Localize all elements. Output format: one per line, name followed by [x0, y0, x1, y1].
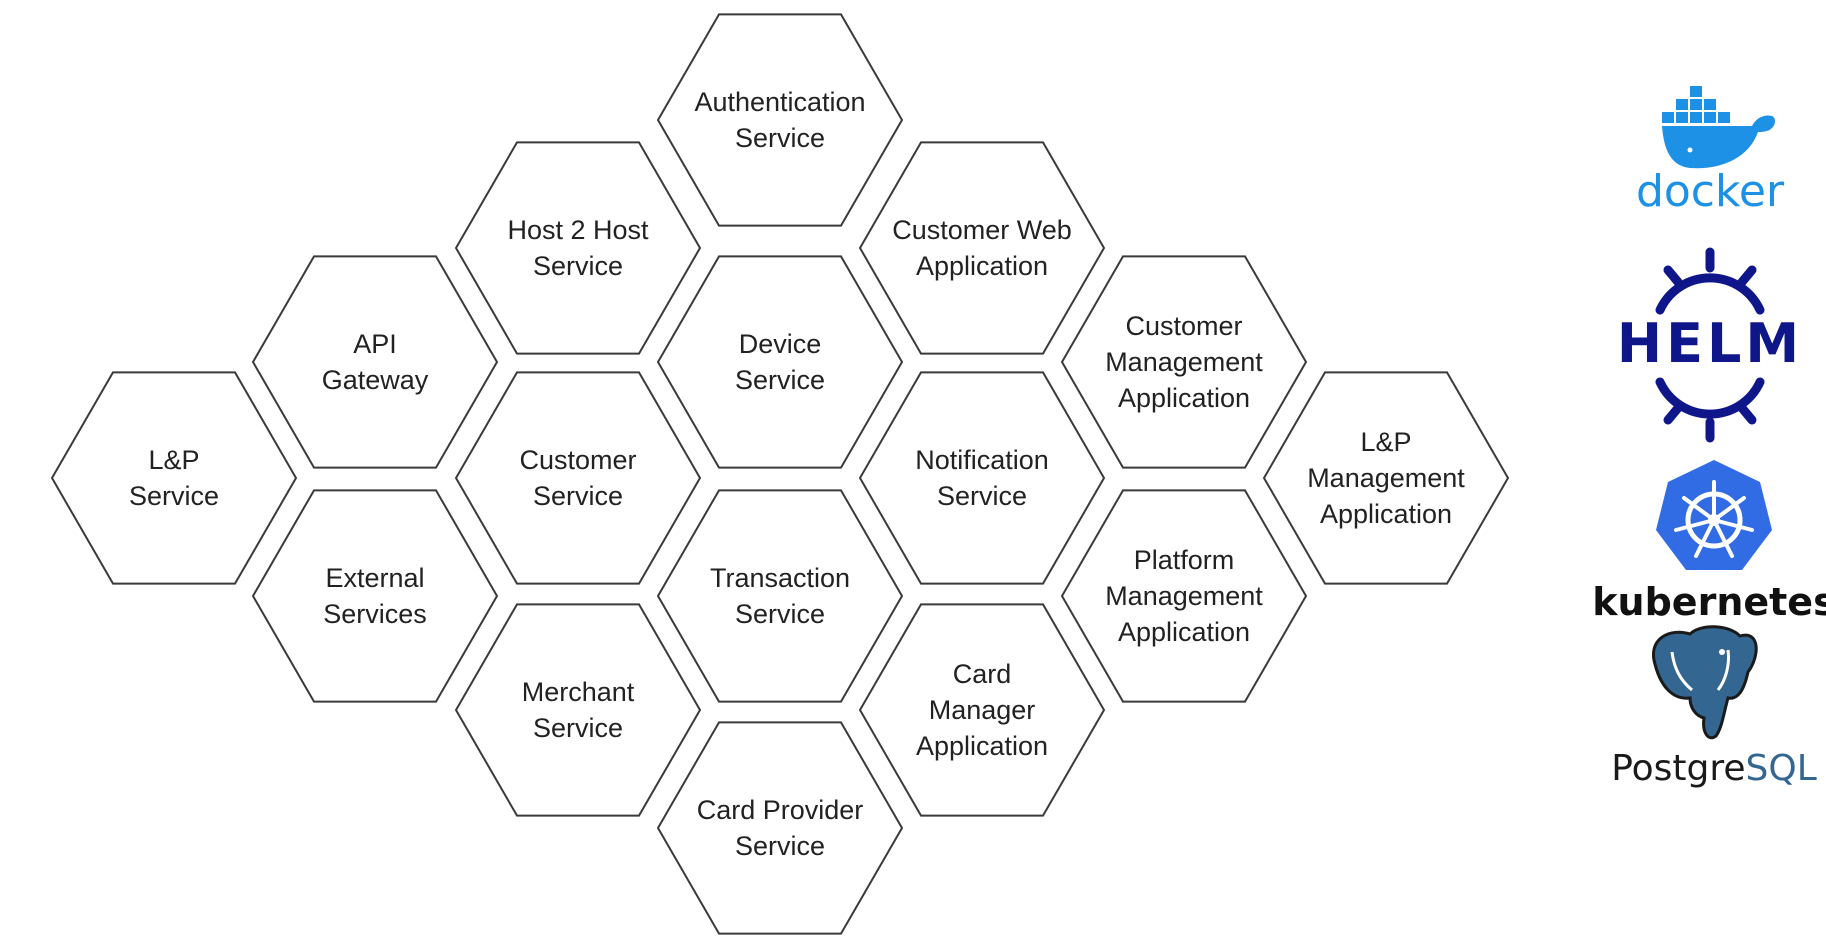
hex-label-line: Notification [915, 445, 1049, 475]
hex-label-line: Service [129, 481, 219, 511]
hex-label-line: Customer [1125, 311, 1242, 341]
hexagon-shape [454, 603, 702, 817]
hex-label-line: Card Provider [697, 795, 864, 825]
hex-label-line: Customer [519, 445, 636, 475]
kubernetes-logo: kubernetes [1592, 460, 1826, 624]
hexagon-shape [656, 489, 904, 703]
hexagon-shape [858, 603, 1106, 817]
hex-label-line: Gateway [322, 365, 429, 395]
docker-whale-icon [1662, 86, 1775, 169]
hex-label-line: L&P [1360, 427, 1411, 457]
hex-label-line: Management [1105, 347, 1263, 377]
hexagon-shape [1262, 371, 1510, 585]
postgresql-wordmark: PostgreSQL [1611, 748, 1817, 789]
helm-wheel-bottom-icon [1655, 377, 1765, 443]
helm-wordmark: HELM [1617, 312, 1803, 375]
hex-label-line: Application [916, 731, 1048, 761]
hexagon-shape [1060, 489, 1308, 703]
hex-label-line: Authentication [694, 87, 865, 117]
hex-lp-service: L&P Service [50, 371, 298, 585]
hex-label-line: Application [916, 251, 1048, 281]
hex-label-line: External [325, 563, 424, 593]
hex-label-line: Transaction [710, 563, 850, 593]
postgresql-wordmark-postgre: Postgre [1611, 748, 1745, 789]
helm-wheel-top-icon [1655, 247, 1765, 315]
docker-wordmark: docker [1636, 166, 1785, 217]
hexagon-shape [656, 255, 904, 469]
kubernetes-helm-wheel-icon [1656, 460, 1772, 570]
hex-label-line: Application [1118, 617, 1250, 647]
helm-logo: HELM [1617, 247, 1803, 443]
hex-label-line: Device [739, 329, 822, 359]
hexagon-shape [454, 371, 702, 585]
hex-label-line: Manager [929, 695, 1036, 725]
hex-label-line: Service [735, 831, 825, 861]
hex-label-line: Service [937, 481, 1027, 511]
hex-label-line: Application [1320, 499, 1452, 529]
hex-label-line: Service [533, 713, 623, 743]
docker-logo: docker [1636, 86, 1785, 217]
hex-label-line: Customer Web [892, 215, 1072, 245]
hex-label-line: Merchant [522, 677, 635, 707]
hex-label-line: L&P [148, 445, 199, 475]
hexagon-shape [858, 371, 1106, 585]
kubernetes-wordmark: kubernetes [1592, 580, 1826, 624]
hex-api-gateway: API Gateway [251, 255, 499, 469]
hexagon-shape [656, 13, 904, 227]
postgresql-elephant-icon [1652, 625, 1758, 740]
hexagon-shape [251, 489, 499, 703]
hex-label-line: Management [1307, 463, 1465, 493]
hex-label-line: Platform [1134, 545, 1235, 575]
hexagon-shape [656, 721, 904, 935]
hex-label-line: Host 2 Host [507, 215, 649, 245]
hex-label-line: Application [1118, 383, 1250, 413]
hexagon-shape [50, 371, 298, 585]
hexagon-shape [454, 141, 702, 355]
hex-label-line: Services [323, 599, 427, 629]
hex-label-line: Service [735, 123, 825, 153]
hexagon-shape [858, 141, 1106, 355]
hexagon-shape [251, 255, 499, 469]
postgresql-logo: PostgreSQL [1611, 625, 1817, 789]
hex-label-line: Service [533, 481, 623, 511]
hex-label-line: Service [735, 365, 825, 395]
hex-label-line: Card [953, 659, 1012, 689]
hex-label-line: Management [1105, 581, 1263, 611]
hexagon-shape [1060, 255, 1308, 469]
postgresql-wordmark-sql: SQL [1746, 748, 1817, 789]
hex-label-line: API [353, 329, 397, 359]
hex-label-line: Service [735, 599, 825, 629]
hex-label-line: Service [533, 251, 623, 281]
